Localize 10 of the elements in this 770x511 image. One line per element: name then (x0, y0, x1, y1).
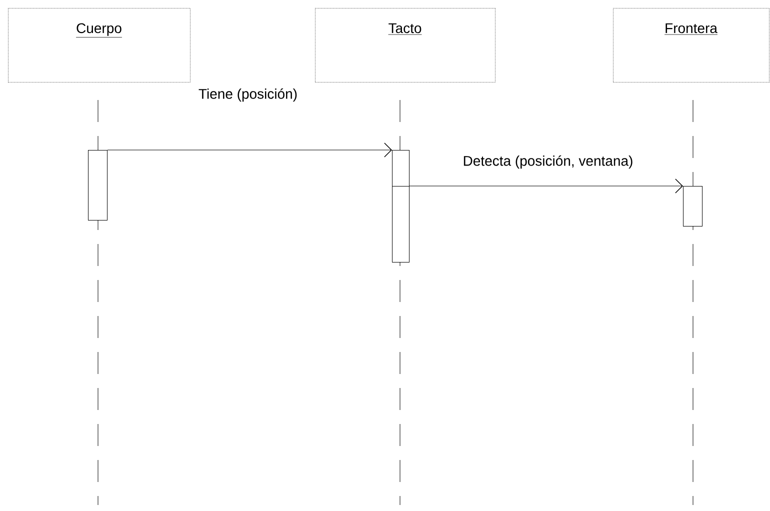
activation-bar (683, 186, 703, 226)
activation-bar (88, 150, 108, 220)
participant-box: Cuerpo (8, 8, 190, 82)
edge-label: Detecta (posición, ventana) (464, 155, 632, 169)
activation-bar (392, 150, 410, 186)
message-arrow (107, 142, 392, 158)
participant-box: Tacto (315, 8, 496, 82)
edge-label: Tiene (posición) (198, 88, 297, 102)
participant-box: Frontera (613, 8, 770, 82)
message-arrow (409, 178, 684, 194)
